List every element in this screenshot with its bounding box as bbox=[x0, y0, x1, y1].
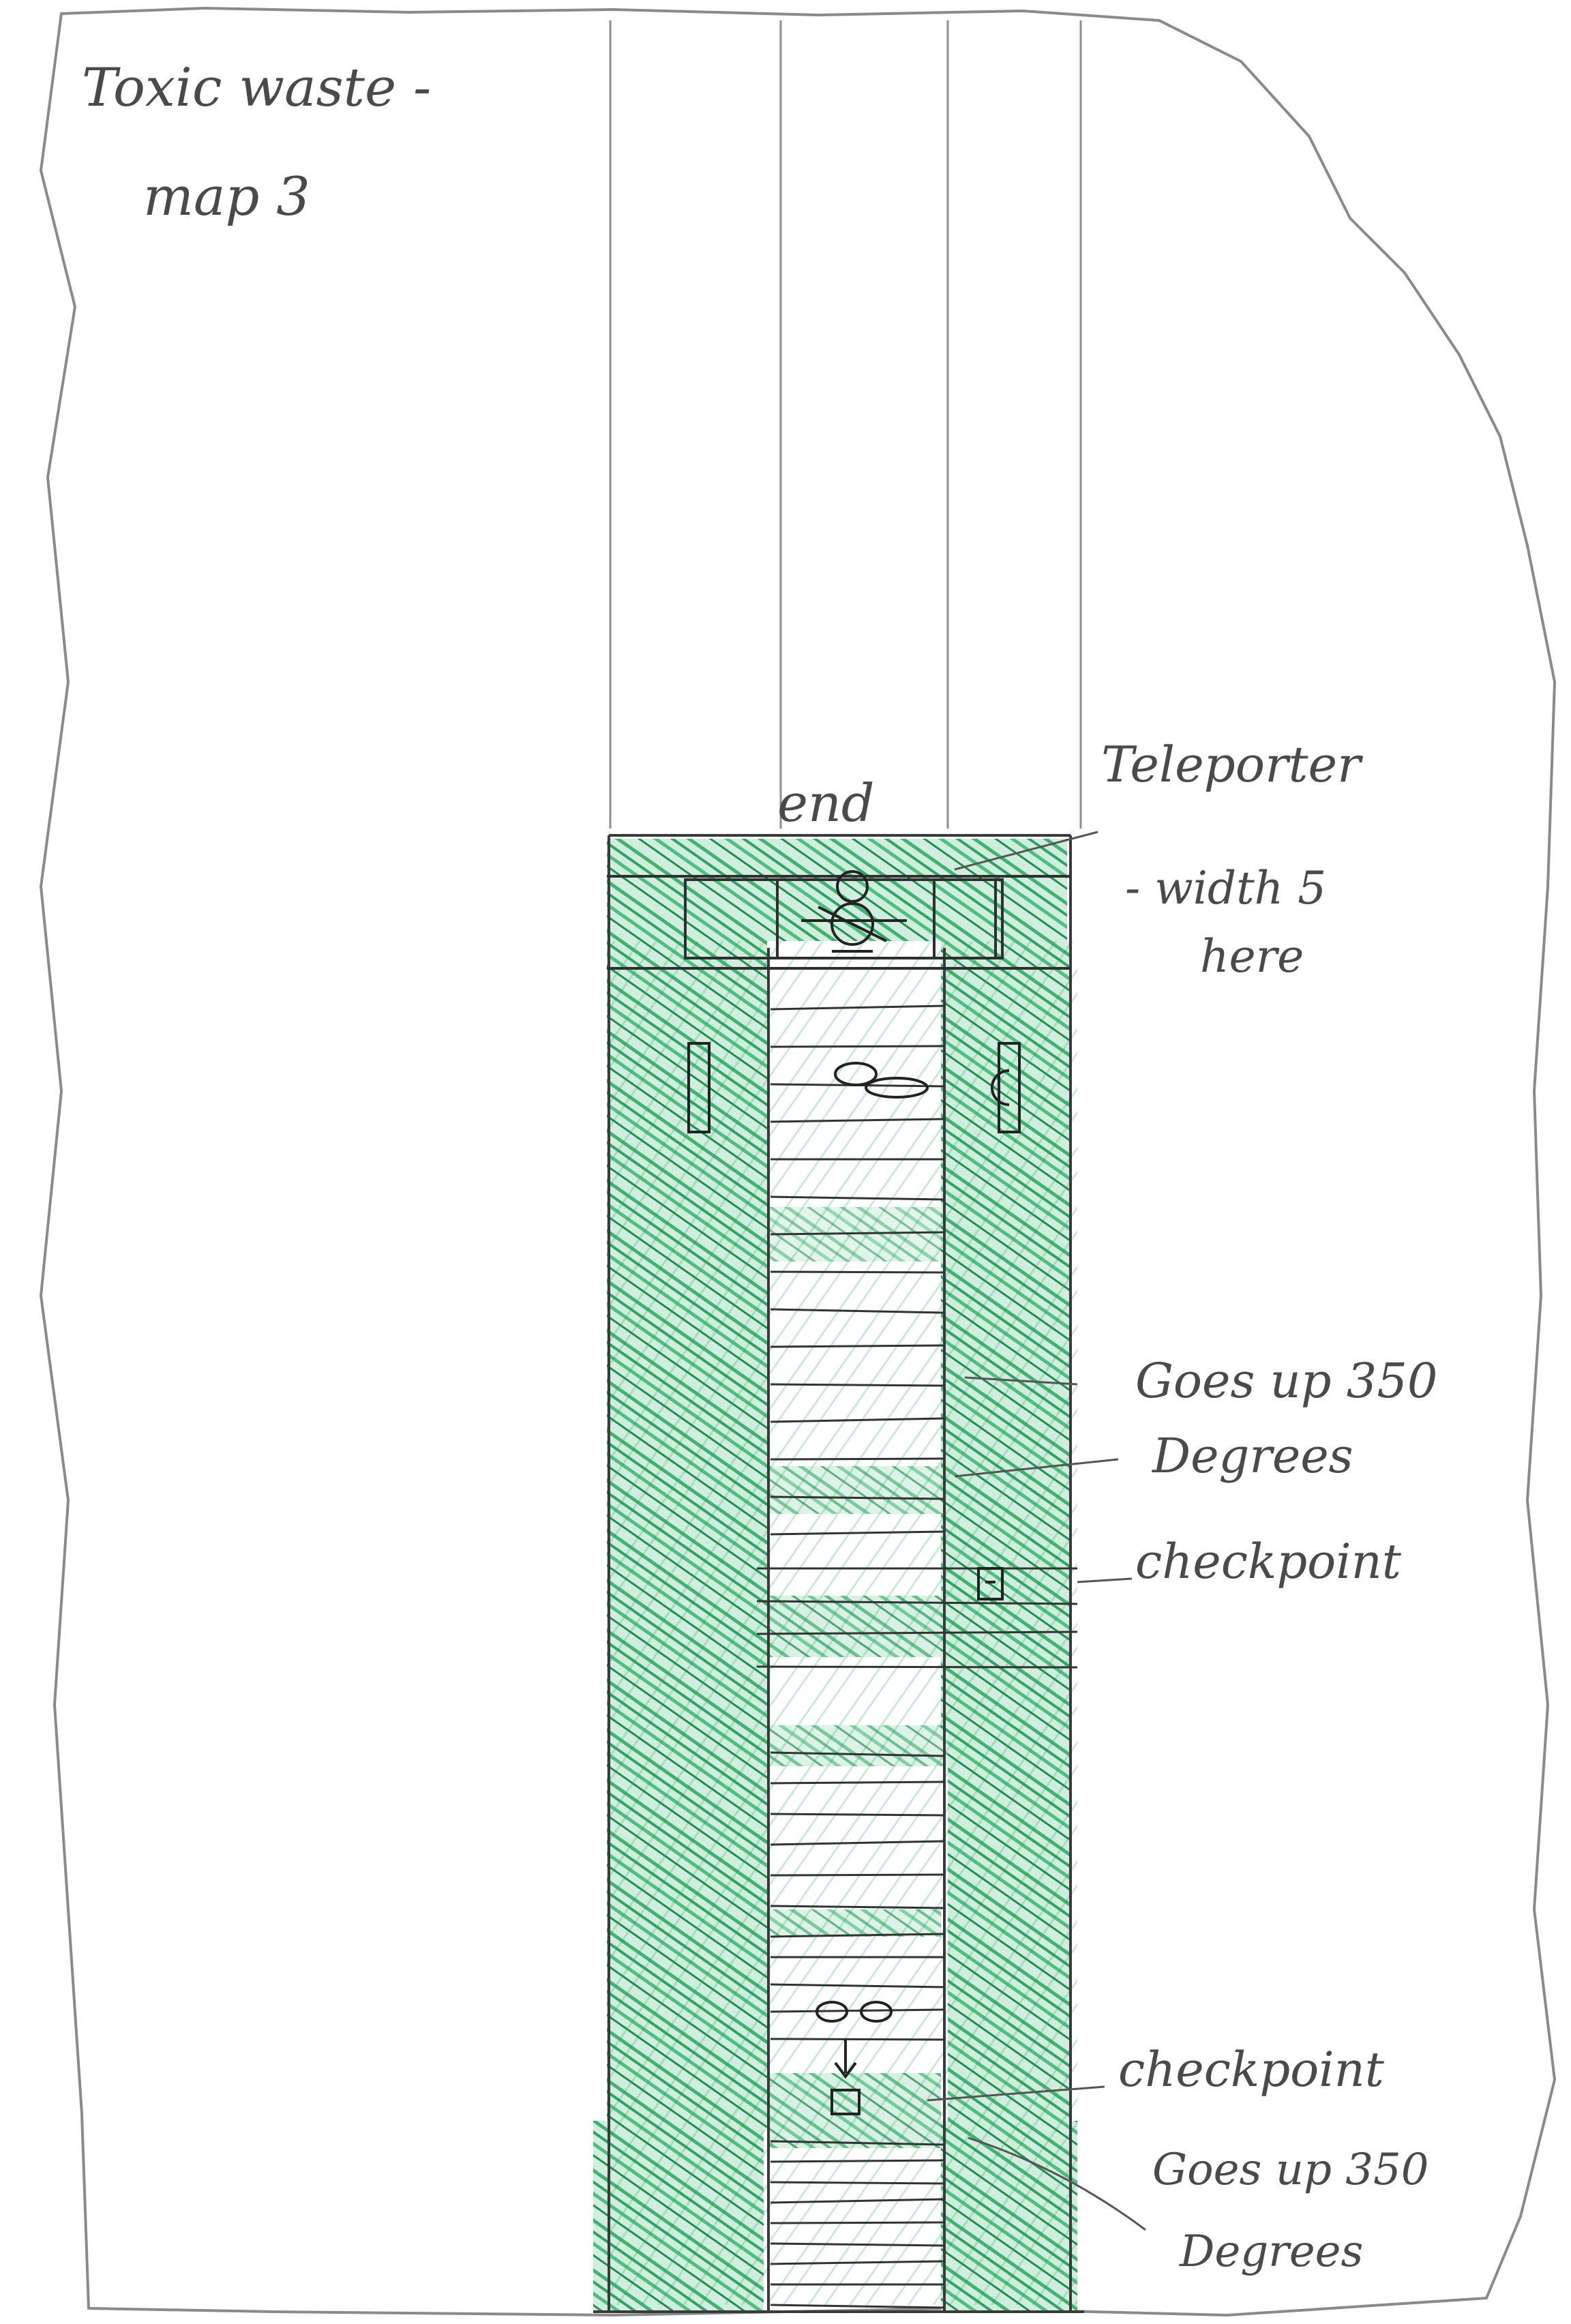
end-label: end bbox=[777, 777, 875, 829]
degrees-label-lower: Degrees bbox=[1180, 2230, 1363, 2274]
platform-rung bbox=[770, 1782, 944, 1783]
width-label: - width 5 bbox=[1125, 866, 1326, 911]
goes-up-label-lower: Goes up 350 bbox=[1152, 2148, 1428, 2192]
map-title: Toxic waste - bbox=[82, 61, 431, 115]
teleporter-label: Teleporter bbox=[1101, 740, 1361, 789]
platform-rung bbox=[770, 2160, 944, 2162]
checkpoint-label-lower: checkpoint bbox=[1118, 2046, 1384, 2094]
map-subtitle: map 3 bbox=[143, 170, 310, 224]
platform-rung bbox=[770, 1384, 944, 1386]
checkpoint-label-upper: checkpoint bbox=[1135, 1538, 1401, 1585]
platform-rung bbox=[770, 2222, 944, 2223]
platform-rung bbox=[770, 2039, 944, 2040]
platform-rung bbox=[770, 1046, 944, 1047]
goes-up-label-upper: Goes up 350 bbox=[1135, 1357, 1437, 1405]
platform-rung bbox=[770, 2182, 944, 2184]
degrees-label-upper: Degrees bbox=[1152, 1432, 1353, 1480]
here-label: here bbox=[1200, 934, 1304, 979]
platform-rung bbox=[770, 1814, 944, 1815]
platform-rung bbox=[770, 1345, 944, 1347]
